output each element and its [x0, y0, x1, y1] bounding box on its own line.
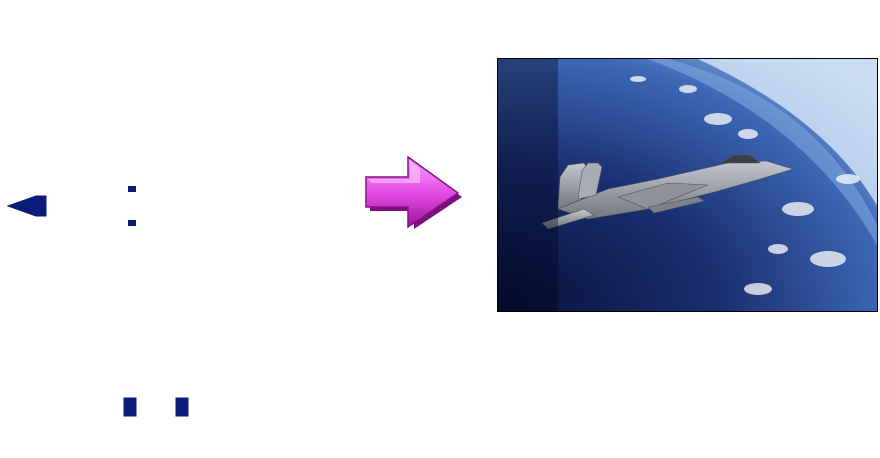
side-view-lines: [12, 2, 302, 78]
right-arrow-icon: [360, 155, 466, 231]
blueprint-front-view: [4, 322, 310, 458]
intake-left: [123, 397, 137, 417]
front-view-lines: [8, 328, 306, 450]
intake-right: [175, 397, 189, 417]
blueprint-top-view: [4, 110, 304, 306]
radome: [6, 195, 47, 217]
aircraft: [541, 154, 795, 230]
blueprint-side-view: [6, 0, 306, 86]
top-view-lines: [128, 186, 136, 226]
aircraft-photo: [497, 58, 878, 312]
